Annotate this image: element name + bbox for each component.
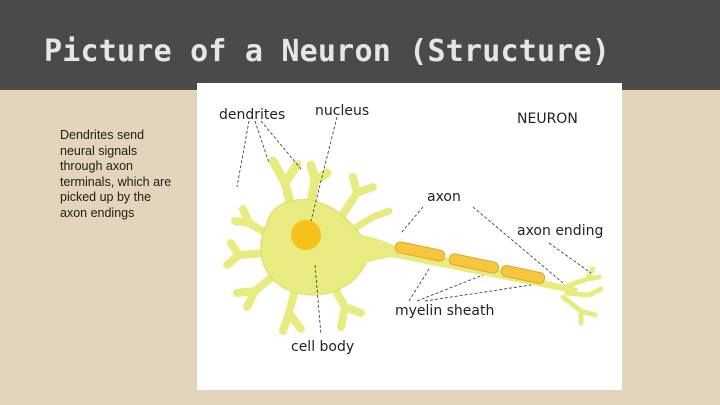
label-axon: axon (427, 189, 461, 205)
label-myelin-sheath: myelin sheath (395, 303, 494, 319)
slide-title: Picture of a Neuron (Structure) (44, 34, 610, 69)
body-text: Dendrites send neural signals through ax… (60, 128, 178, 221)
axon-ending-shape (563, 269, 601, 323)
nucleus-shape (291, 220, 321, 250)
neuron-figure: dendrites nucleus NEURON axon axon endin… (197, 83, 622, 390)
label-dendrites: dendrites (219, 107, 285, 123)
myelin-sheath-segments (394, 241, 545, 285)
label-nucleus: nucleus (315, 103, 369, 119)
neuron-diagram: dendrites nucleus NEURON axon axon endin… (197, 83, 622, 390)
label-neuron-heading: NEURON (517, 111, 578, 127)
label-axon-ending: axon ending (517, 223, 603, 239)
label-cell-body: cell body (291, 339, 354, 355)
